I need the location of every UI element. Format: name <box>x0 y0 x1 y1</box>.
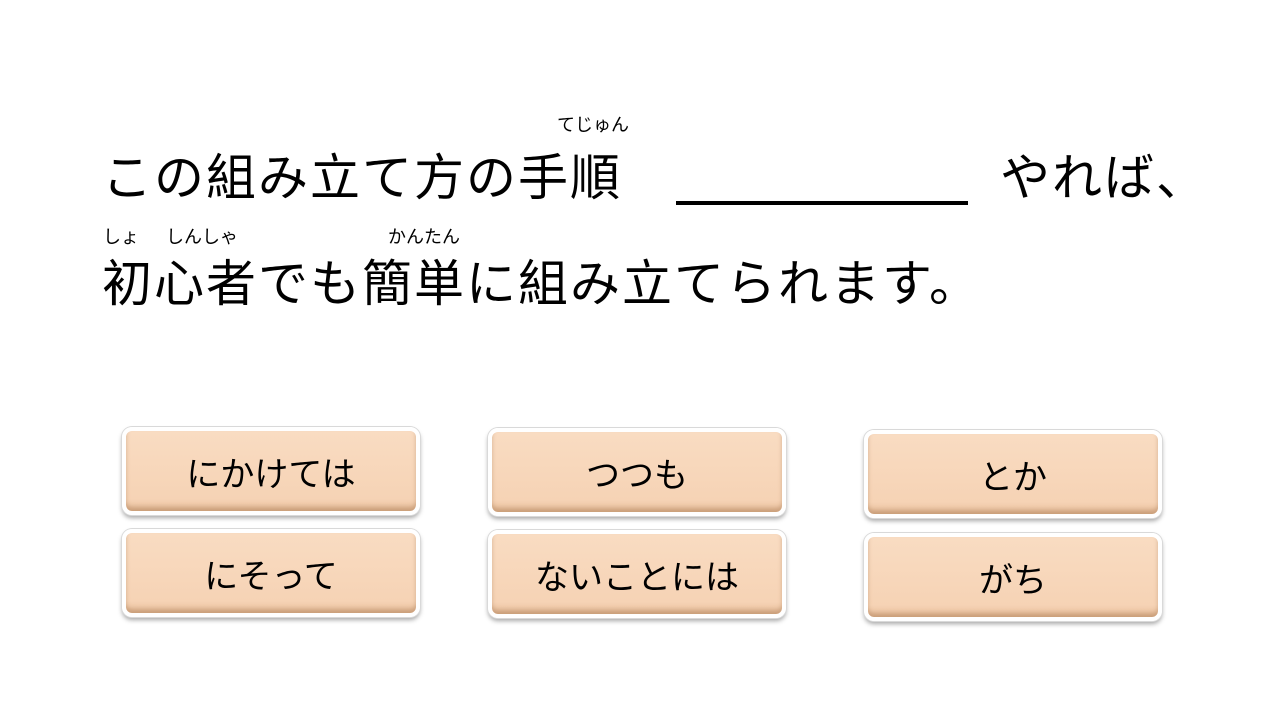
question-line-1: この組み立て方の手順 <box>102 149 622 207</box>
option-button-4[interactable]: にそって <box>122 529 420 617</box>
furigana-kantan: かんたん <box>388 227 460 248</box>
option-button-3[interactable]: とか <box>864 430 1162 518</box>
answer-blank <box>676 201 968 205</box>
option-button-1[interactable]: にかけては <box>122 427 420 515</box>
option-button-2[interactable]: つつも <box>488 428 786 516</box>
furigana-shinsha: しんしゃ <box>166 227 238 248</box>
furigana-sho: しょ <box>103 227 139 248</box>
option-button-6[interactable]: がち <box>864 533 1162 621</box>
question-line-2: 初心者でも簡単に組み立てられます。 <box>102 255 981 313</box>
question-line-1-end: やれば、 <box>1000 149 1208 207</box>
furigana-tejun: てじゅん <box>557 115 629 136</box>
option-button-5[interactable]: ないことには <box>488 530 786 618</box>
